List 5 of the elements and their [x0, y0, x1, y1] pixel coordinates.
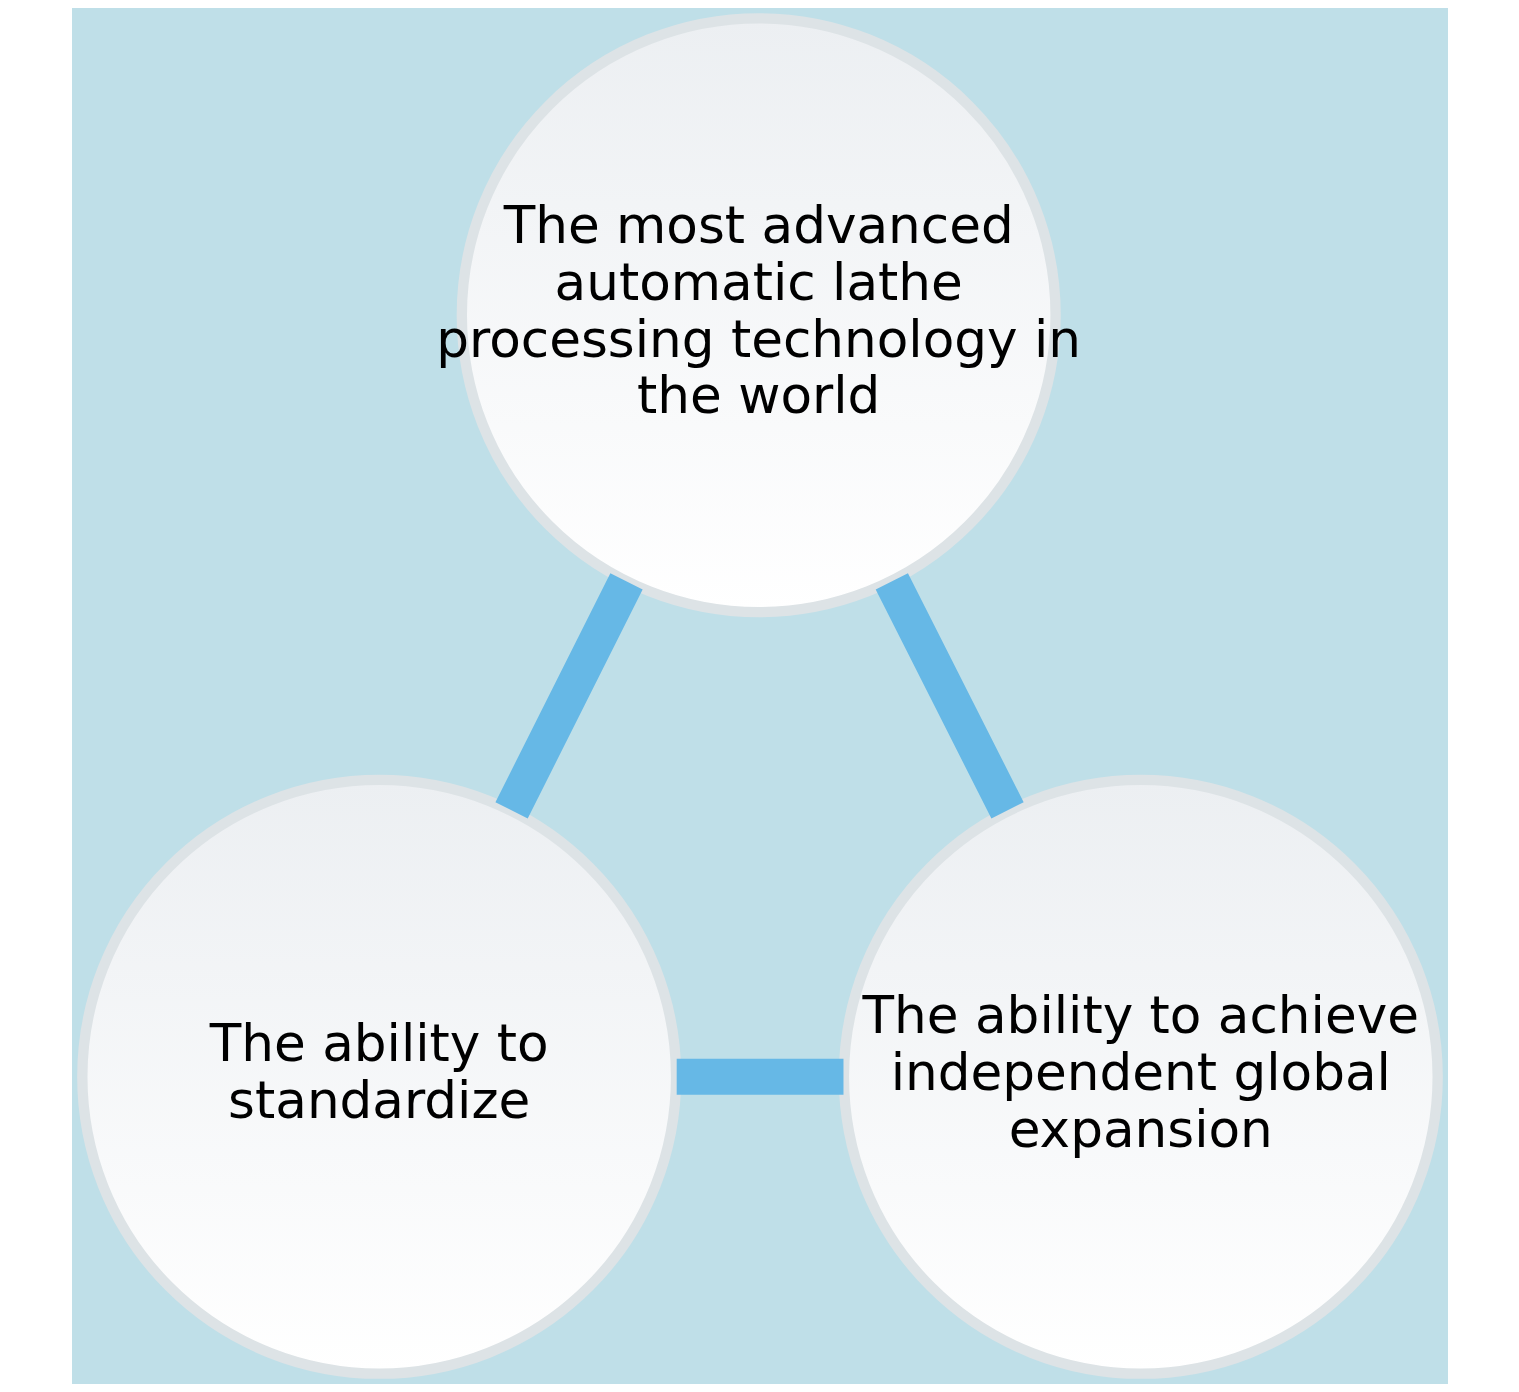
- node-circle: The ability to achieve independent global expansion: [838, 774, 1443, 1379]
- connector: [875, 573, 1024, 819]
- node-circle: The ability to standardize: [76, 774, 681, 1379]
- connector: [494, 573, 643, 819]
- connector: [676, 1058, 843, 1095]
